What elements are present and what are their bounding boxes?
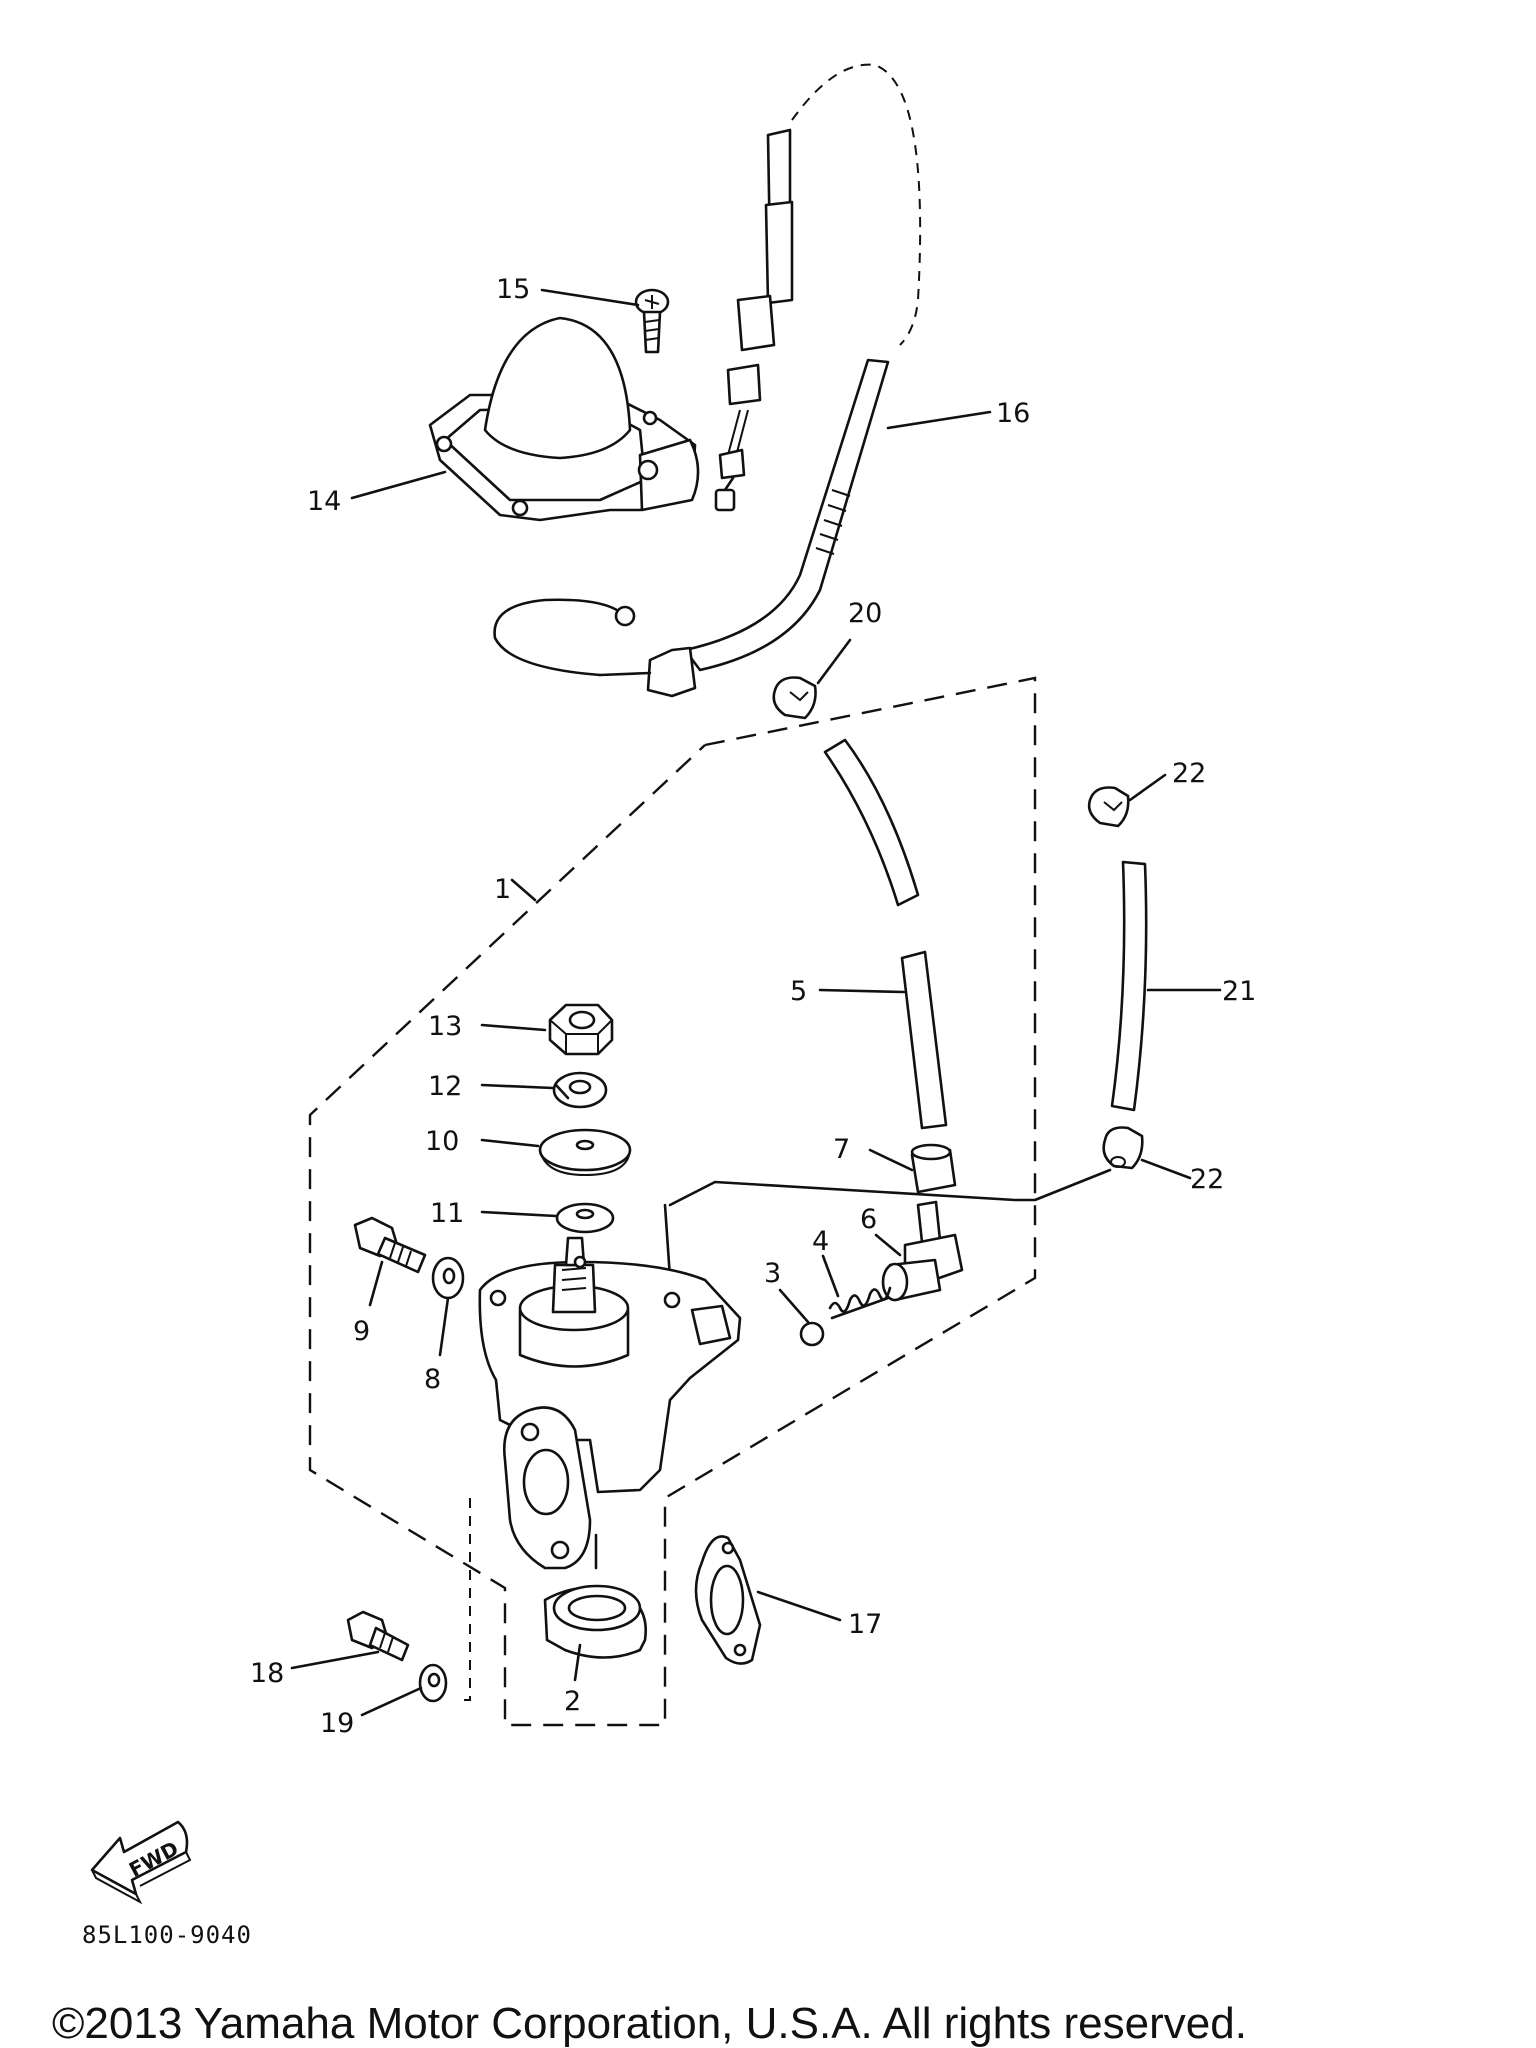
callout-12: 12 [428, 1071, 462, 1102]
part-3-ball [799, 1321, 825, 1347]
part-21-hose [1110, 860, 1148, 1112]
callout-10: 10 [425, 1126, 459, 1157]
callout-22-lower: 22 [1190, 1164, 1224, 1195]
part-22-clip-upper [1087, 786, 1130, 828]
part-14-cover [428, 316, 700, 522]
callout-3: 3 [764, 1258, 781, 1289]
part-11-washer [555, 1202, 615, 1234]
part-19-washer [418, 1663, 448, 1703]
part-13-nut [548, 1003, 614, 1056]
callout-21: 21 [1222, 976, 1256, 1007]
callout-16: 16 [996, 398, 1030, 429]
callout-18: 18 [250, 1658, 284, 1689]
callout-labels: 1 2 3 4 5 6 7 8 9 10 11 12 13 14 15 16 1… [250, 274, 1256, 1739]
callout-6: 6 [860, 1204, 877, 1235]
callout-1: 1 [494, 874, 511, 905]
part-9-bolt [353, 1216, 427, 1274]
fwd-arrow-icon: FWD [90, 1820, 192, 1905]
part-5-hose [823, 738, 948, 1130]
callout-5: 5 [790, 976, 807, 1007]
part-17-gasket [694, 1535, 762, 1665]
part-6-elbow [881, 1200, 964, 1302]
part-20-clip [772, 676, 817, 720]
part-18-bolt [346, 1610, 410, 1662]
part-8-washer [431, 1256, 465, 1300]
part-4-spring [828, 1286, 892, 1320]
part-1-pump-body [478, 1168, 1112, 1570]
part-7-joint [910, 1143, 957, 1194]
part-16-cable [493, 63, 922, 698]
callout-2: 2 [564, 1686, 581, 1717]
callout-22-upper: 22 [1172, 758, 1206, 789]
part-12-lock-washer [552, 1071, 608, 1109]
callout-14: 14 [307, 486, 341, 517]
callout-20: 20 [848, 598, 882, 629]
callout-19: 19 [320, 1708, 354, 1739]
callout-17: 17 [848, 1609, 882, 1640]
callout-9: 9 [353, 1316, 370, 1347]
callout-13: 13 [428, 1011, 462, 1042]
callout-4: 4 [812, 1226, 829, 1257]
copyright-notice: ©2013 Yamaha Motor Corporation, U.S.A. A… [52, 1999, 1247, 2048]
callout-8: 8 [424, 1364, 441, 1395]
callout-7: 7 [833, 1134, 850, 1165]
callout-11: 11 [430, 1198, 464, 1229]
part-2-oil-seal [543, 1584, 648, 1659]
leader-lines [290, 288, 1222, 1717]
part-22-clip-lower [1102, 1126, 1144, 1170]
part-10-washer [538, 1128, 632, 1177]
drawing-code: 85L100-9040 [82, 1921, 252, 1949]
callout-15: 15 [496, 274, 530, 305]
assembly-boundary [308, 676, 1037, 1727]
part-15-screw [634, 288, 670, 354]
cable-coil-ribs [815, 489, 851, 555]
